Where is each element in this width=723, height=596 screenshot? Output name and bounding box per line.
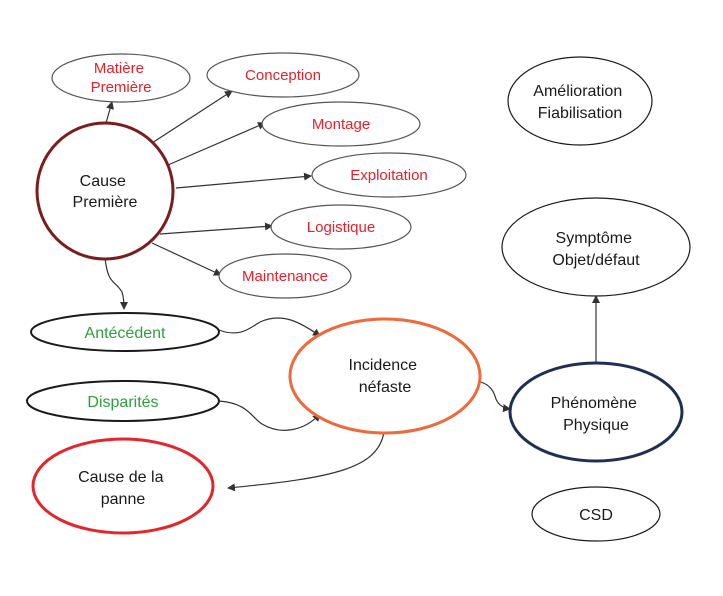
cause-panne-ellipse [31,437,215,535]
edge-cause-to-montage [167,122,266,166]
disparites-ellipse [26,380,220,422]
node-exploitation: Exploitation [311,152,467,198]
cause-premiere-label: Cause Première [73,173,138,211]
node-csd: CSD [531,486,661,542]
node-montage: Montage [261,101,421,147]
node-symptome: Symptôme Objet/défaut [501,197,691,297]
csd-label: CSD [579,507,613,524]
antecedent-label: Antécédent [85,325,167,342]
edge-cause-to-exploitation [175,172,312,189]
antecedent-ellipse [30,312,220,352]
node-disparites: Disparités [26,380,220,422]
cause-premiere-circle [35,121,175,261]
conception-ellipse [206,52,360,98]
logistique-ellipse [270,204,412,250]
phenomene-label: Phénomène Physique [551,395,642,434]
symptome-ellipse [501,197,691,297]
node-logistique: Logistique [270,204,412,250]
node-cause-premiere: Cause Première [35,121,175,261]
maintenance-ellipse [218,253,352,299]
node-cause-panne: Cause de la panne [31,437,215,535]
conception-label: Conception [245,67,321,84]
node-maintenance: Maintenance [218,253,352,299]
edge-cause-to-antecedent [104,257,128,310]
edge-incidence-to-cause-panne [227,431,385,492]
edge-disparites-to-incidence [218,400,321,431]
exploitation-ellipse [311,152,467,198]
amelioration-label: Amélioration Fiabilisation [533,83,626,122]
montage-label: Montage [312,116,370,133]
csd-ellipse [531,486,661,542]
edge-antecedent-to-incidence [218,317,321,337]
matiere-premiere-label: Matière Première [91,60,152,96]
node-antecedent: Antécédent [30,312,220,352]
edge-cause-to-logistique [159,222,273,235]
symptome-label: Symptôme Objet/défaut [552,230,640,269]
matiere-premiere-ellipse [51,53,191,103]
disparites-label: Disparités [87,394,158,411]
phenomene-ellipse [508,361,684,463]
montage-ellipse [261,101,421,147]
edge-cause-to-maintenance [151,242,222,276]
node-conception: Conception [206,52,360,98]
exploitation-label: Exploitation [350,167,428,184]
maintenance-label: Maintenance [242,268,328,285]
node-incidence: Incidence néfaste [288,317,482,435]
node-amelioration: Amélioration Fiabilisation [507,56,653,146]
incidence-label: Incidence néfaste [349,357,422,396]
amelioration-ellipse [507,56,653,146]
edge-cause-to-conception [151,90,233,144]
logistique-label: Logistique [307,219,375,236]
node-matiere-premiere: Matière Première [51,53,191,103]
incidence-ellipse [288,317,482,435]
cause-panne-label: Cause de la panne [78,469,168,508]
node-phenomene: Phénomène Physique [508,361,684,463]
